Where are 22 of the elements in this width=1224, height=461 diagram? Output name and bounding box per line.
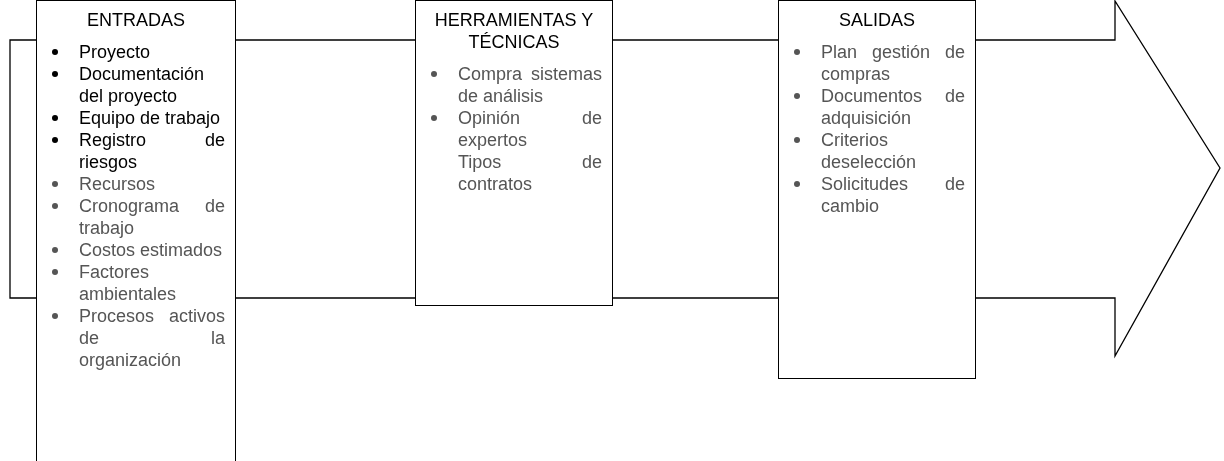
process-box <box>36 0 236 461</box>
process-box <box>778 0 976 379</box>
box-heading: ENTRADAS <box>86 9 186 31</box>
list-item: Compra sistemas de análisis <box>458 63 602 107</box>
list-item: Registro de riesgos <box>79 129 225 173</box>
list-item: Criterios deselección <box>821 129 965 173</box>
list-item: Procesos activos de la organización <box>79 305 225 371</box>
list-item: Proyecto <box>79 41 225 63</box>
list-item: Equipo de trabajo <box>79 107 225 129</box>
process-box <box>415 0 613 306</box>
list-item: Cronograma de trabajo <box>79 195 225 239</box>
list-item: Opinión de expertos <box>458 107 602 151</box>
box-heading: HERRAMIENTAS Y TÉCNICAS <box>433 9 595 53</box>
list-item: Documentos de adquisición <box>821 85 965 129</box>
list-item: Costos estimados <box>79 239 225 261</box>
list-item: Plan gestión de compras <box>821 41 965 85</box>
list-item: Recursos <box>79 173 225 195</box>
list-item: Documentación del proyecto <box>79 63 225 107</box>
list-item: Solicitudes de cambio <box>821 173 965 217</box>
list-item: Tipos de contratos <box>458 151 602 195</box>
list-item: Factores ambientales <box>79 261 225 305</box>
box-heading: SALIDAS <box>837 9 916 31</box>
